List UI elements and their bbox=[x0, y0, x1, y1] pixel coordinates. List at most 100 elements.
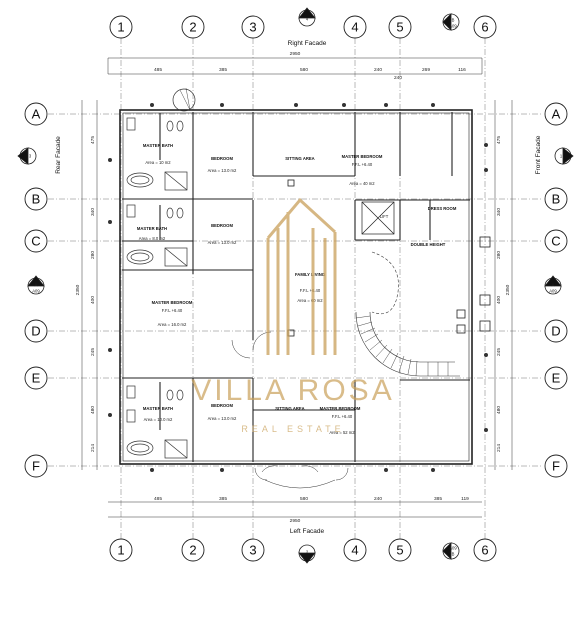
grid-column-markers bbox=[24, 15, 568, 562]
watermark-logo bbox=[266, 197, 337, 355]
row-marker-right-d bbox=[544, 319, 568, 343]
structural-columns bbox=[287, 179, 491, 337]
room-area-family-living: Area = 60 m2 bbox=[297, 298, 323, 303]
col-marker-top-6 bbox=[473, 15, 497, 39]
interior-walls bbox=[122, 112, 470, 462]
row-label-left-b: B bbox=[32, 192, 41, 207]
bottom-dim-3: 580 bbox=[300, 496, 308, 502]
left-dim-6: 480 bbox=[90, 406, 96, 414]
bottom-dim-5: 385 bbox=[434, 496, 442, 502]
section-marker-right-sheet: A09 bbox=[549, 289, 557, 294]
col-marker-bottom-4 bbox=[343, 538, 367, 562]
col-label-top-1: 1 bbox=[117, 20, 124, 35]
left-dim-5: 245 bbox=[90, 348, 96, 356]
section-marker-right-letter: A bbox=[552, 283, 555, 288]
row-marker-left-a bbox=[24, 102, 48, 126]
left-dim-2: 340 bbox=[90, 208, 96, 216]
section-marker-bottom-letter: B bbox=[452, 552, 455, 557]
row-label-left-d: D bbox=[31, 324, 40, 339]
room-area-master-bedroom-2: Area = 16.0 m2 bbox=[158, 322, 187, 327]
left-dim-1: 475 bbox=[90, 136, 96, 144]
top-dim-3: 580 bbox=[300, 67, 308, 73]
row-marker-left-e bbox=[24, 366, 48, 390]
room-area-master-bath-3: Area = 10.0 m2 bbox=[144, 417, 173, 422]
row-label-right-a: A bbox=[552, 107, 561, 122]
facade-title-bottom: Left Facade bbox=[290, 528, 325, 535]
bottom-dim-2: 385 bbox=[219, 496, 227, 502]
room-label-master-bath-2: MASTER BATH bbox=[137, 226, 167, 231]
spiral-stair bbox=[355, 251, 460, 377]
row-marker-right-b bbox=[544, 187, 568, 211]
dimension-lines bbox=[81, 57, 513, 518]
overall-height-left: 2350 bbox=[75, 284, 81, 295]
facade-marker-bottom-number: 2 bbox=[306, 550, 309, 555]
col-label-bottom-3: 3 bbox=[249, 543, 256, 558]
row-marker-right-e bbox=[544, 366, 568, 390]
row-label-left-e: E bbox=[32, 371, 41, 386]
bottom-dim-1: 485 bbox=[154, 496, 162, 502]
spiral-stair-top bbox=[172, 88, 196, 112]
row-label-left-f: F bbox=[32, 459, 40, 474]
top-dim-6: 269 bbox=[422, 67, 430, 73]
col-label-top-2: 2 bbox=[189, 20, 196, 35]
col-marker-top-1 bbox=[109, 15, 133, 39]
col-label-bottom-6: 6 bbox=[481, 543, 488, 558]
col-label-top-5: 5 bbox=[396, 20, 403, 35]
top-dim-5: 240 bbox=[394, 75, 402, 81]
room-area-master-bedroom-1: Area = 40 m2 bbox=[349, 181, 375, 186]
facade-marker-left-number: 3 bbox=[29, 154, 32, 159]
right-dim-4: 400 bbox=[496, 296, 502, 304]
room-label-bedroom-3: BEDROOM bbox=[211, 403, 233, 408]
facade-markers bbox=[17, 7, 574, 564]
col-marker-top-2 bbox=[181, 15, 205, 39]
col-label-bottom-4: 4 bbox=[351, 543, 358, 558]
top-dim-7: 116 bbox=[458, 67, 466, 73]
left-dim-4: 400 bbox=[90, 296, 96, 304]
room-label-double-height: DOUBLE HEIGHT bbox=[411, 242, 446, 247]
stair-treads bbox=[179, 87, 449, 377]
room-label-master-bath-1: MASTER BATH bbox=[143, 143, 173, 148]
top-dim-1: 485 bbox=[154, 67, 162, 73]
section-marker-top-sheet: A09 bbox=[449, 24, 457, 29]
row-label-right-f: F bbox=[552, 459, 560, 474]
row-marker-left-f bbox=[24, 454, 48, 478]
bottom-dim-6: 119 bbox=[461, 496, 469, 502]
row-label-right-e: E bbox=[552, 371, 561, 386]
exterior-walls bbox=[119, 109, 473, 465]
row-marker-left-b bbox=[24, 187, 48, 211]
col-label-top-3: 3 bbox=[249, 20, 256, 35]
col-label-bottom-1: 1 bbox=[117, 543, 124, 558]
top-dim-2: 385 bbox=[219, 67, 227, 73]
watermark-brand: VILLA ROSA bbox=[191, 374, 394, 407]
right-dim-6: 480 bbox=[496, 406, 502, 414]
level-tag-2: F.F.L +6.40 bbox=[162, 308, 183, 313]
col-label-top-6: 6 bbox=[481, 20, 488, 35]
level-tag-1: F.F.L +6.40 bbox=[352, 162, 373, 167]
room-label-master-bedroom-2: MASTER BEDROOM bbox=[152, 300, 193, 305]
row-marker-left-d bbox=[24, 319, 48, 343]
row-marker-right-c bbox=[544, 229, 568, 253]
row-label-right-c: C bbox=[551, 234, 560, 249]
room-area-master-bath-2: Area = 8.0 m2 bbox=[139, 236, 166, 241]
room-label-sitting-area-1: SITTING AREA bbox=[285, 156, 314, 161]
room-area-bedroom-2: Area = 13.0 m2 bbox=[208, 240, 237, 245]
room-label-master-bedroom-1: MASTER BEDROOM bbox=[342, 154, 383, 159]
bathroom-fixtures bbox=[126, 117, 188, 459]
room-label-bedroom-2: BEDROOM bbox=[211, 223, 233, 228]
col-marker-bottom-2 bbox=[181, 538, 205, 562]
level-tag-3: F.F.L +6.40 bbox=[300, 288, 321, 293]
section-marker-left-sheet: A09 bbox=[32, 289, 40, 294]
level-tag-4: F.F.L +6.40 bbox=[332, 414, 353, 419]
left-dim-7: 214 bbox=[90, 444, 96, 452]
col-marker-top-4 bbox=[343, 15, 367, 39]
col-marker-bottom-6 bbox=[473, 538, 497, 562]
room-label-master-bath-3: MASTER BATH bbox=[143, 406, 173, 411]
col-marker-top-3 bbox=[241, 15, 265, 39]
col-label-bottom-2: 2 bbox=[189, 543, 196, 558]
row-label-left-a: A bbox=[32, 107, 41, 122]
row-marker-left-c bbox=[24, 229, 48, 253]
facade-title-left: Rear Facade bbox=[55, 136, 62, 174]
right-dim-1: 475 bbox=[496, 136, 502, 144]
left-dim-3: 280 bbox=[90, 251, 96, 259]
watermark-tagline: REAL ESTATE bbox=[241, 424, 344, 434]
